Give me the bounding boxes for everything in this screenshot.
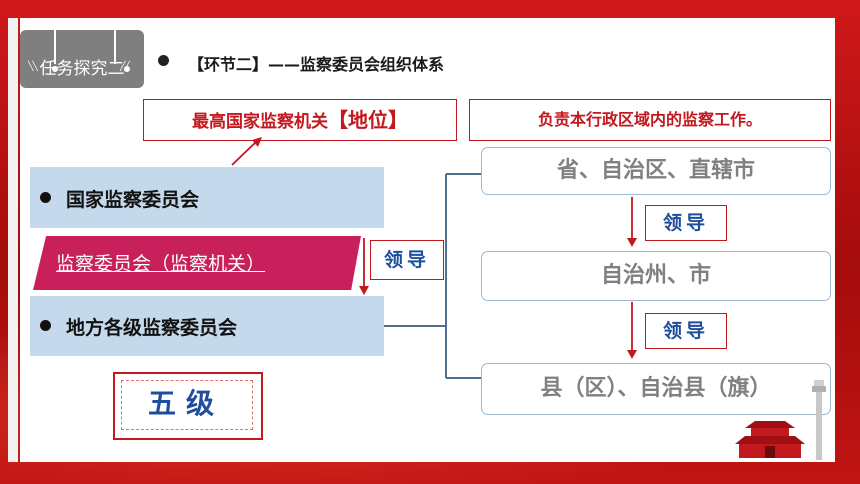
five-levels-label: 五级 — [147, 387, 224, 420]
tab-dot-right-icon — [124, 66, 130, 72]
bullet-icon — [40, 320, 51, 331]
tab-line-right — [114, 30, 116, 64]
lead-label-2: 领导 — [645, 313, 727, 349]
tab-line-left — [54, 30, 56, 64]
tiananmen-icon — [735, 421, 805, 458]
slide-edge — [8, 18, 18, 462]
arrow-level-1-head — [627, 238, 637, 247]
arrow-to-status — [231, 139, 259, 166]
arrow-to-status-head — [252, 137, 262, 147]
lead-label-1: 领导 — [645, 205, 727, 241]
tab-label: 任务探究二 — [39, 59, 125, 79]
status-emphasis: 【地位】 — [328, 108, 408, 132]
local-commission-bar — [30, 296, 384, 356]
tab-dot-left-icon — [52, 66, 58, 72]
level-box-city: 自治州、市 — [481, 251, 831, 301]
arrow-level-2-head — [627, 350, 637, 359]
status-box: 最高国家监察机关【地位】 — [143, 99, 457, 141]
national-commission-bar — [30, 167, 384, 228]
page-title: 【环节二】——监察委员会组织体系 — [188, 55, 445, 74]
tab-deco-left-icon: ╲╲ — [28, 62, 38, 72]
status-text: 最高国家监察机关 — [192, 112, 328, 132]
five-levels-inner — [121, 380, 253, 430]
highlight-bar — [33, 236, 361, 290]
section-tab: ╲╲ ╱╱ 任务探究二 — [20, 30, 144, 88]
highlight-label: 监察委员会（监察机关） — [56, 253, 266, 275]
duty-box: 负责本行政区域内的监察工作。 — [469, 99, 831, 141]
local-commission-label: 地方各级监察委员会 — [66, 317, 238, 339]
arrow-lead-left-head — [359, 286, 369, 295]
level-box-province: 省、自治区、直辖市 — [481, 147, 831, 195]
level-box-county: 县（区）、自治县（旗） — [481, 363, 831, 415]
column-icon — [812, 380, 826, 460]
national-commission-label: 国家监察委员会 — [66, 189, 200, 211]
bullet-icon — [40, 192, 51, 203]
lead-label-left: 领导 — [370, 240, 444, 280]
bullet-icon — [158, 55, 169, 66]
